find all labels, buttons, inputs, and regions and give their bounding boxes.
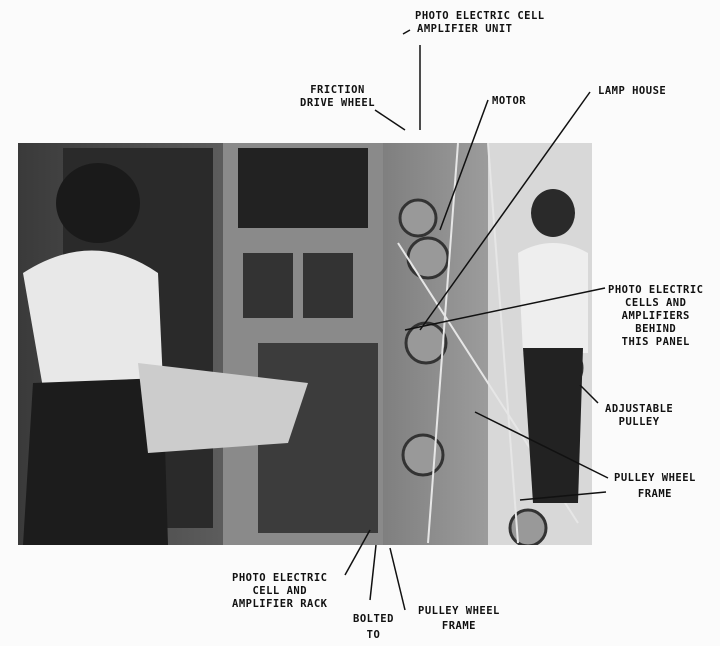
label-line: ADJUSTABLE [605,403,674,415]
label-line: AMPLIFIER RACK [232,598,328,610]
label-line: PULLEY [618,416,660,428]
label-line: AMPLIFIER UNIT [417,23,513,35]
label-line: AMPLIFIERS [621,310,690,322]
label-line: PULLEY WHEEL [418,605,500,617]
label-line: PHOTO ELECTRIC CELL [415,10,545,22]
label-line: PULLEY WHEEL [614,472,696,484]
label-friction-drive-wheel: FRICTION DRIVE WHEEL [300,84,375,110]
label-line: BEHIND [635,323,677,335]
label-line: CELLS AND [625,297,687,309]
label-pulley-wheel-frame-bottom: PULLEY WHEEL FRAME [418,604,500,634]
label-lamp-house: LAMP HOUSE [598,85,666,98]
label-photo-electric-cell-amplifier-unit: PHOTO ELECTRIC CELL AMPLIFIER UNIT [405,10,545,36]
label-line: PHOTO ELECTRIC [608,284,704,296]
label-line: BOLTED [353,613,394,625]
label-line: FRAME [637,488,672,500]
label-motor: MOTOR [492,95,526,108]
label-line: CELL AND [252,585,308,597]
label-adjustable-pulley: ADJUSTABLE PULLEY [605,403,673,429]
label-line: THIS PANEL [621,336,690,348]
label-line: DRIVE WHEEL [300,97,376,109]
label-line: TO [366,629,381,641]
label-line: LAMP HOUSE [598,85,667,97]
label-photo-electric-cell-amplifier-rack: PHOTO ELECTRIC CELL AND AMPLIFIER RACK [232,572,328,611]
label-bolted-to: BOLTED TO [353,611,394,643]
label-line: FRAME [441,620,476,632]
computer-photograph [18,143,592,545]
label-line: MOTOR [492,95,527,107]
label-line: FRICTION [310,84,365,96]
label-pulley-wheel-frame-right: PULLEY WHEEL FRAME [614,470,696,502]
label-photo-electric-cells-behind-panel: PHOTO ELECTRIC CELLS AND AMPLIFIERS BEHI… [608,284,704,349]
label-line: PHOTO ELECTRIC [232,572,328,584]
